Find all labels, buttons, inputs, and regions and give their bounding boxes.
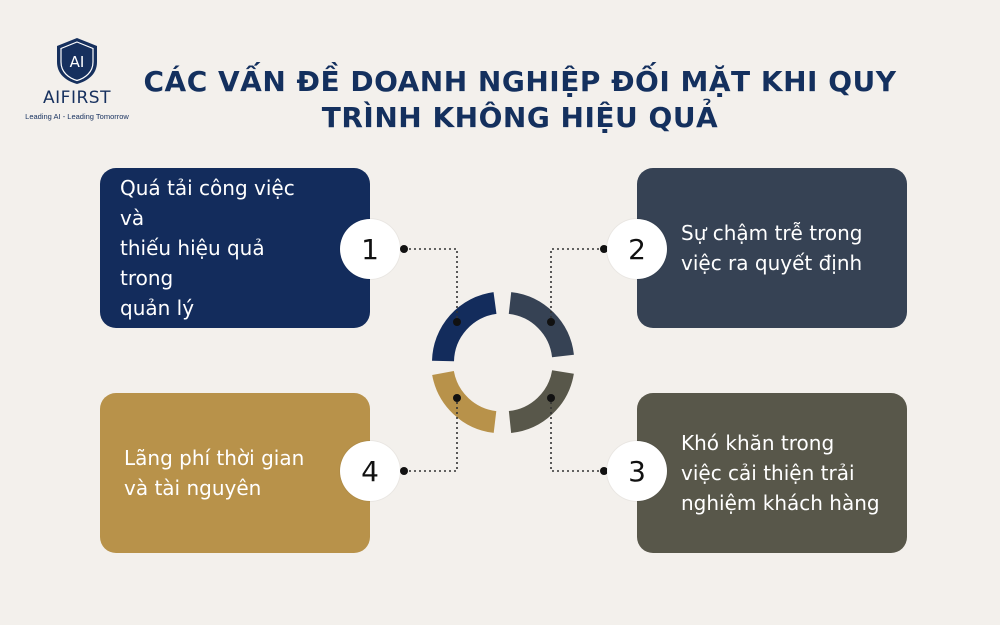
connector-4	[404, 398, 458, 472]
connector-dot	[400, 467, 408, 475]
brand-logo: AI AIFIRST Leading AI - Leading Tomorrow	[22, 36, 132, 121]
issue-line: Sự chậm trễ trong	[681, 221, 863, 245]
ring	[432, 292, 574, 433]
connector-dot	[547, 318, 555, 326]
connector-dot	[547, 394, 555, 402]
connector-dot	[400, 245, 408, 253]
connector-dots	[400, 245, 608, 475]
issue-line: việc ra quyết định	[681, 251, 863, 275]
brand-mark: AI	[70, 53, 85, 71]
issue-card-4: Lãng phí thời gian và tài nguyên	[100, 393, 370, 553]
issue-line: Lãng phí thời gian	[124, 446, 305, 470]
number-badge-4: 4	[340, 441, 400, 501]
issue-card-1: Quá tải công việc và thiếu hiệu quả tron…	[100, 168, 370, 328]
title-line-1: CÁC VẤN ĐỀ DOANH NGHIỆP ĐỐI MẶT KHI QUY	[143, 65, 897, 98]
connector-dot	[600, 467, 608, 475]
connector-dot	[600, 245, 608, 253]
issue-text: Quá tải công việc và thiếu hiệu quả tron…	[120, 173, 310, 323]
issue-text: Khó khăn trong việc cải thiện trải nghiệ…	[681, 428, 880, 518]
issue-text: Lãng phí thời gian và tài nguyên	[124, 443, 304, 503]
number-badge-1: 1	[340, 219, 400, 279]
title-line-2: TRÌNH KHÔNG HIỆU QUẢ	[321, 101, 719, 134]
connector-2	[550, 248, 604, 322]
ring-segment-1	[432, 292, 497, 362]
issue-text: Sự chậm trễ trong việc ra quyết định	[681, 218, 862, 278]
number-badge-2: 2	[607, 219, 667, 279]
ring-segment-4	[432, 370, 497, 433]
brand-tagline: Leading AI - Leading Tomorrow	[25, 112, 129, 121]
issue-line: Khó khăn trong	[681, 431, 835, 455]
page-title: CÁC VẤN ĐỀ DOANH NGHIỆP ĐỐI MẶT KHI QUY …	[140, 64, 900, 136]
issue-card-3: Khó khăn trong việc cải thiện trải nghiệ…	[637, 393, 907, 553]
connector-1	[404, 248, 458, 322]
issue-line: và tài nguyên	[124, 476, 262, 500]
ring-segment-2	[508, 292, 574, 358]
issue-line: thiếu hiệu quả trong	[120, 236, 265, 290]
issue-line: việc cải thiện trải	[681, 461, 855, 485]
shield-icon: AI	[57, 38, 97, 84]
connector-dot	[453, 394, 461, 402]
brand-name: AIFIRST	[43, 88, 111, 108]
connector-3	[550, 398, 604, 472]
connector-dot	[453, 318, 461, 326]
ring-segment-3	[508, 369, 574, 433]
connector-lines	[404, 248, 604, 472]
issue-card-2: Sự chậm trễ trong việc ra quyết định	[637, 168, 907, 328]
number-badge-3: 3	[607, 441, 667, 501]
issue-line: quản lý	[120, 296, 195, 320]
issue-line: nghiệm khách hàng	[681, 491, 880, 515]
issue-line: Quá tải công việc và	[120, 176, 295, 230]
